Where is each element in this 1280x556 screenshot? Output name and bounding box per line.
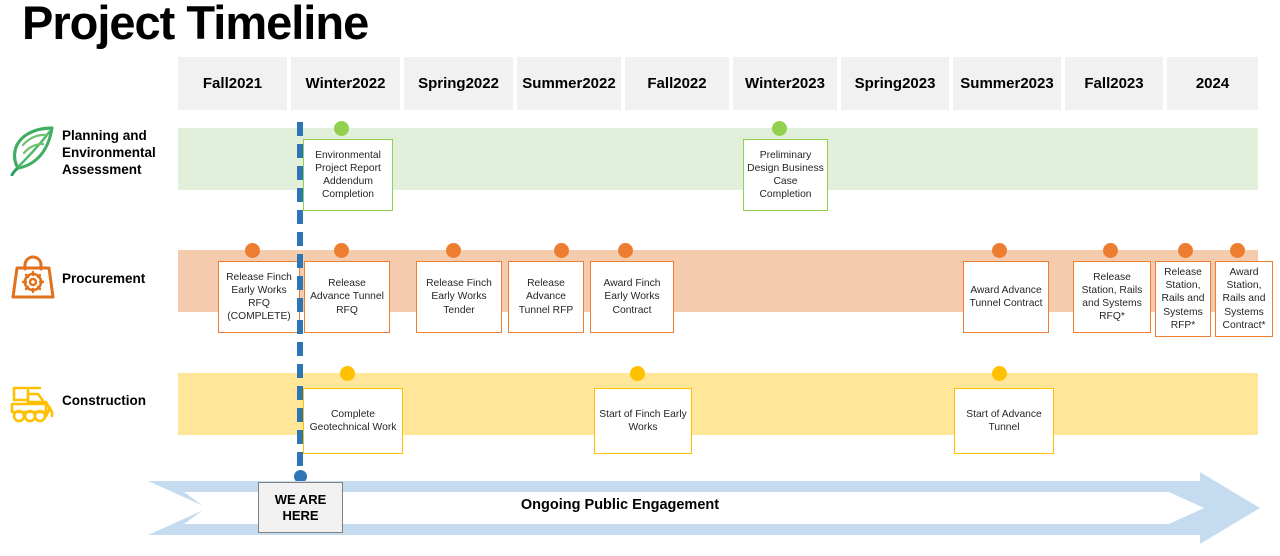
row-label-procurement: Procurement — [62, 271, 146, 286]
milestone-dot-construction-1 — [630, 366, 645, 381]
period-year: 2023 — [1020, 74, 1054, 92]
period-season: Winter — [745, 74, 792, 92]
period-season: Fall — [647, 74, 674, 92]
period-season: Summer — [960, 74, 1021, 92]
milestone-dot-procurement-6 — [1103, 243, 1118, 258]
milestone-box-procurement-0[interactable]: Release Finch Early Works RFQ (COMPLETE) — [218, 261, 300, 333]
period-year: 2021 — [228, 74, 263, 92]
milestone-box-procurement-6[interactable]: Release Station, Rails and Systems RFQ* — [1073, 261, 1151, 333]
milestone-box-construction-1[interactable]: Start of Finch Early Works — [594, 388, 692, 454]
period-season: Spring — [854, 74, 903, 92]
milestone-box-procurement-7[interactable]: Release Station, Rails and Systems RFP* — [1155, 261, 1211, 337]
milestone-box-planning-1[interactable]: Preliminary Design Business Case Complet… — [743, 139, 828, 211]
milestone-box-procurement-2[interactable]: Release Finch Early Works Tender — [416, 261, 502, 333]
milestone-box-procurement-3[interactable]: Release Advance Tunnel RFP — [508, 261, 584, 333]
leaf-icon — [6, 122, 60, 177]
shopping-bag-gear-icon — [6, 250, 60, 304]
period-year: 2022 — [673, 74, 707, 92]
period-year: 2024 — [1195, 74, 1230, 92]
we-are-here-dot — [294, 470, 307, 483]
milestone-dot-planning-0 — [334, 121, 349, 136]
milestone-dot-planning-1 — [772, 121, 787, 136]
row-label-planning: Planning and Environmental Assessment — [62, 128, 156, 177]
milestone-box-procurement-1[interactable]: Release Advance Tunnel RFQ — [304, 261, 390, 333]
milestone-dot-procurement-0 — [245, 243, 260, 258]
milestone-box-procurement-4[interactable]: Award Finch Early Works Contract — [590, 261, 674, 333]
engagement-label: Ongoing Public Engagement — [520, 497, 720, 513]
milestone-dot-procurement-5 — [992, 243, 1007, 258]
we-are-here-line — [297, 122, 303, 474]
period-season: Fall — [1084, 74, 1111, 92]
period-season: Fall — [202, 74, 229, 92]
period-season: Summer — [522, 74, 583, 92]
period-season: Winter — [305, 74, 353, 92]
period-year: 2023 — [1110, 74, 1144, 92]
milestone-box-planning-0[interactable]: Environmental Project Report Addendum Co… — [303, 139, 393, 211]
period-season: Spring — [418, 74, 466, 92]
we-are-here-badge: WE ARE HERE — [258, 482, 343, 533]
period-year: 2022 — [352, 74, 386, 92]
milestone-box-construction-2[interactable]: Start of Advance Tunnel — [954, 388, 1054, 454]
milestone-box-procurement-5[interactable]: Award Advance Tunnel Contract — [963, 261, 1049, 333]
milestone-dot-procurement-3 — [554, 243, 569, 258]
milestone-dot-procurement-1 — [334, 243, 349, 258]
milestone-dot-procurement-2 — [446, 243, 461, 258]
period-year: 2022 — [465, 74, 499, 92]
milestone-box-procurement-8[interactable]: Award Station, Rails and Systems Contrac… — [1215, 261, 1273, 337]
milestone-dot-procurement-7 — [1178, 243, 1193, 258]
milestone-box-construction-0[interactable]: Complete Geotechnical Work — [303, 388, 403, 454]
milestone-dot-construction-0 — [340, 366, 355, 381]
milestone-dot-construction-2 — [992, 366, 1007, 381]
period-year: 2022 — [582, 74, 616, 92]
period-year: 2023 — [791, 74, 825, 92]
row-label-construction: Construction — [62, 393, 146, 408]
period-header-9: 2024 — [1167, 57, 1258, 110]
milestone-dot-procurement-4 — [618, 243, 633, 258]
page-title: Project Timeline — [22, 0, 369, 49]
arrow-inner-shape — [184, 492, 1204, 524]
milestone-dot-procurement-8 — [1230, 243, 1245, 258]
bulldozer-icon — [6, 374, 60, 428]
period-year: 2023 — [902, 74, 936, 92]
